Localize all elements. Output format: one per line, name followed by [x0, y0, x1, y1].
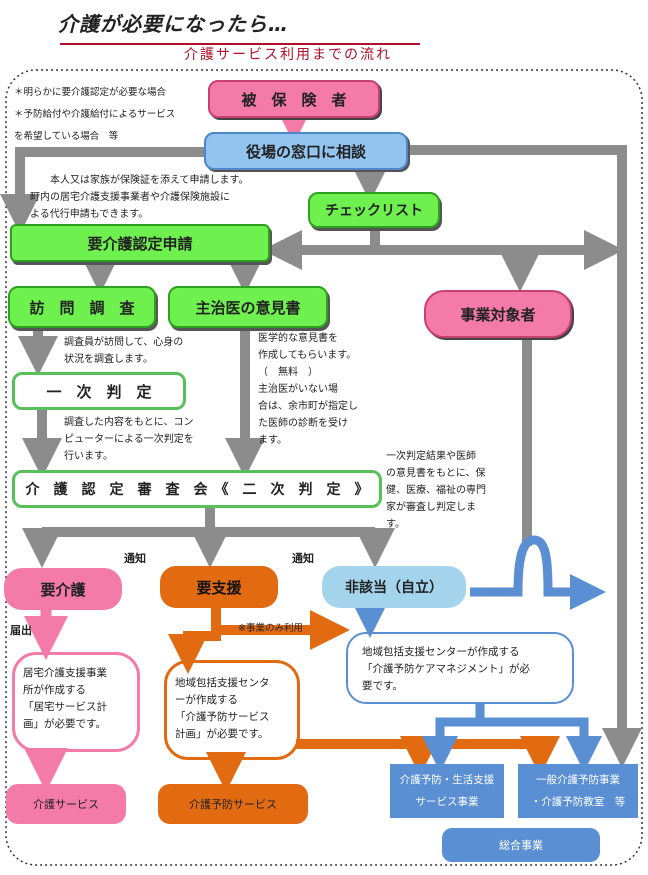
dotted-frame: [5, 69, 643, 866]
node-committee: 介 護 認 定 審 査 会 《 二 次 判 定 》: [12, 470, 382, 508]
page-title: 介護が必要になったら…: [58, 12, 289, 36]
arrow-consult-application: [0, 147, 205, 234]
node-care-service: 介護サービス: [6, 784, 126, 824]
note-project-only: ※事業のみ利用: [238, 623, 303, 634]
node-general-prevention: 一般介護予防事業 ・介護予防教室 等: [518, 764, 638, 818]
node-care-management: 地域包括支援センターが作成する 「介護予防ケアマネジメント」が必 要です。: [346, 632, 574, 704]
node-consult: 役場の窓口に相談: [204, 132, 408, 170]
note-notify-left: 通知: [124, 552, 146, 565]
node-insured: 被 保 険 者: [208, 80, 380, 118]
node-application: 要介護認定申請: [10, 224, 270, 262]
note-computer: 調査した内容をもとに、コン ピューターによる一次判定を 行います。: [64, 417, 194, 462]
node-doctor-opinion: 主治医の意見書: [168, 286, 328, 328]
node-survey: 訪 問 調 査: [8, 286, 156, 328]
note-top-left: ＊明らかに要介護認定が必要な場合 ＊予防給付や介護給付によるサービス を希望して…: [14, 87, 176, 142]
note-notify-right: 通知: [292, 552, 314, 565]
node-prevention-service: 介護予防サービス: [158, 784, 308, 824]
arrow-target-bridge: [470, 535, 606, 610]
node-comprehensive: 総合事業: [442, 828, 600, 862]
note-survey: 調査員が訪問して、心身の 状況を調査します。: [64, 337, 184, 365]
node-checklist: チェックリスト: [308, 192, 440, 228]
node-not-applicable: 非該当（自立）: [322, 566, 466, 608]
node-prevention-plan: 地域包括支援センタ ーが作成する 「介護予防サービス 計画」が必要です。: [164, 660, 300, 760]
page-subtitle: 介護サービス利用までの流れ: [184, 47, 392, 63]
note-review: 一次判定結果や医師 の意見書をもとに、保 健、医療、福祉の専門 家が審査し判定し…: [386, 451, 486, 530]
node-support-needed: 要支援: [160, 566, 278, 608]
node-home-care-plan: 居宅介護支援事業 所が作成する 「居宅サービス計 画」が必要です。: [12, 652, 140, 752]
note-doctor: 医学的な意見書を 作成してもらいます。 （ 無料 ） 主治医がいない場 合は、余…: [258, 333, 358, 446]
node-first-judgment: 一 次 判 定: [12, 372, 186, 410]
node-target: 事業対象者: [424, 290, 572, 338]
node-prevention-life-service: 介護予防・生活支援 サービス事業: [390, 764, 504, 818]
arrow-consult-general: [408, 145, 642, 768]
note-report: 届出: [10, 624, 32, 637]
node-care-needed: 要介護: [4, 568, 122, 610]
note-application: 本人又は家族が保険証を添えて申請します。 町内の居宅介護支援事業者や介護保険施設…: [30, 175, 249, 220]
